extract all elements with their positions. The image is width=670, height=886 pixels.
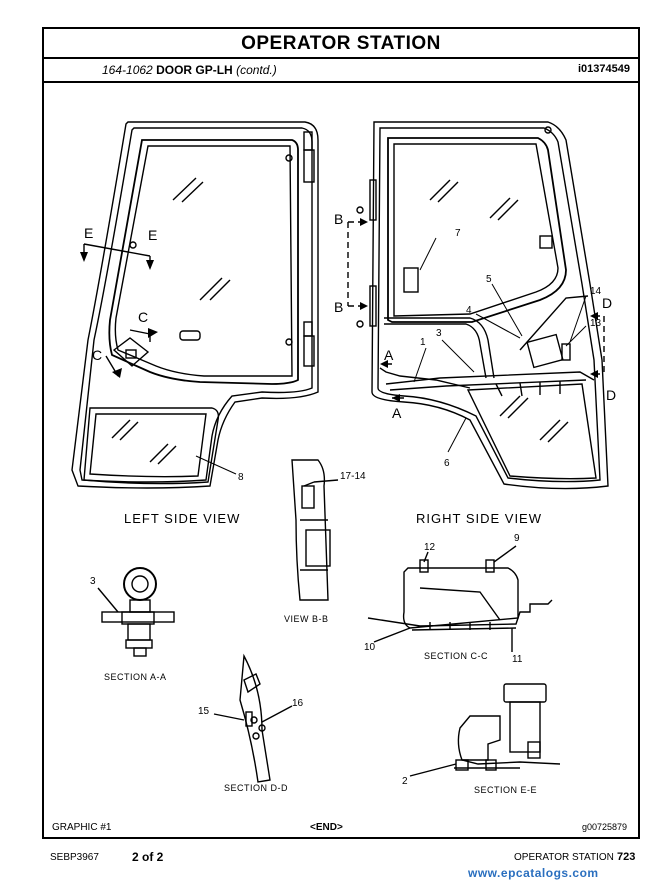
left-door-drawing — [71, 121, 319, 489]
section-ee-drawing — [409, 683, 561, 777]
section-mark-c-top: C — [138, 309, 148, 325]
section-ee-title: SECTION E-E — [474, 785, 537, 795]
section-dd-drawing — [213, 653, 293, 783]
callout-3: 3 — [436, 328, 442, 339]
title-bar: OPERATOR STATION — [44, 29, 638, 59]
callout-17-14: 17-14 — [340, 471, 366, 482]
section-aa-title: SECTION A-A — [104, 672, 167, 682]
footer-section-name: OPERATOR STATION — [514, 852, 614, 863]
section-mark-c-bottom: C — [92, 347, 102, 363]
callout-labels: 8 7 5 4 3 1 14 13 6 17-14 3 12 9 10 11 1… — [90, 228, 602, 787]
callout-10: 10 — [364, 642, 376, 653]
end-marker: <END> — [310, 822, 343, 833]
section-cut-markers — [83, 221, 605, 399]
view-titles: LEFT SIDE VIEW RIGHT SIDE VIEW VIEW B-B … — [104, 511, 542, 795]
section-cc-title: SECTION C-C — [424, 651, 488, 661]
section-mark-e-right: E — [148, 227, 157, 243]
right-side-view-title: RIGHT SIDE VIEW — [416, 511, 542, 526]
part-number: 164-1062 — [102, 63, 153, 77]
graphic-label: GRAPHIC #1 — [52, 822, 112, 833]
view-bb-title: VIEW B-B — [284, 614, 329, 624]
callout-4: 4 — [466, 305, 472, 316]
leader-lines — [195, 237, 587, 475]
page-of-label: 2 of 2 — [132, 850, 164, 864]
callout-13: 13 — [590, 318, 602, 329]
section-cc-drawing — [367, 545, 553, 652]
graphic-id: g00725879 — [582, 822, 628, 832]
section-dd-title: SECTION D-D — [224, 783, 288, 793]
left-side-view-title: LEFT SIDE VIEW — [124, 511, 240, 526]
arrow-heads — [80, 218, 598, 402]
page-number: 723 — [617, 851, 636, 863]
callout-12: 12 — [424, 542, 436, 553]
section-mark-a-bottom: A — [392, 405, 402, 421]
illustration-id: i01374549 — [578, 63, 630, 75]
right-door-drawing — [356, 121, 609, 490]
view-bb-drawing — [291, 459, 339, 601]
document-id: SEBP3967 — [50, 852, 99, 863]
section-mark-e-left: E — [84, 225, 93, 241]
callout-1: 1 — [420, 337, 426, 348]
callout-11: 11 — [512, 654, 523, 665]
callout-6: 6 — [444, 458, 450, 469]
section-letters: E E C C B B A A D D — [84, 211, 616, 421]
part-name: DOOR GP-LH — [156, 63, 233, 77]
page-title: OPERATOR STATION — [241, 33, 441, 54]
section-aa-drawing — [97, 567, 175, 657]
callout-8: 8 — [238, 472, 244, 483]
callout-5: 5 — [486, 274, 492, 285]
callout-7: 7 — [455, 228, 461, 239]
section-mark-a-top: A — [384, 347, 394, 363]
watermark: www.epcatalogs.com — [468, 866, 599, 880]
subtitle-bar: 164-1062 DOOR GP-LH (contd.) i01374549 — [44, 59, 638, 83]
callout-16: 16 — [292, 698, 304, 709]
section-mark-b-top: B — [334, 211, 343, 227]
callout-9: 9 — [514, 533, 520, 544]
callout-15: 15 — [198, 706, 210, 717]
callout-14: 14 — [590, 286, 602, 297]
callout-2: 2 — [402, 776, 408, 787]
section-mark-d-bottom: D — [606, 387, 616, 403]
callout-3-section-aa: 3 — [90, 576, 96, 587]
part-heading: 164-1062 DOOR GP-LH (contd.) — [102, 63, 277, 77]
page-frame: OPERATOR STATION 164-1062 DOOR GP-LH (co… — [42, 27, 640, 839]
section-mark-d-top: D — [602, 295, 612, 311]
contd-label: (contd.) — [236, 63, 277, 77]
section-mark-b-bottom: B — [334, 299, 343, 315]
